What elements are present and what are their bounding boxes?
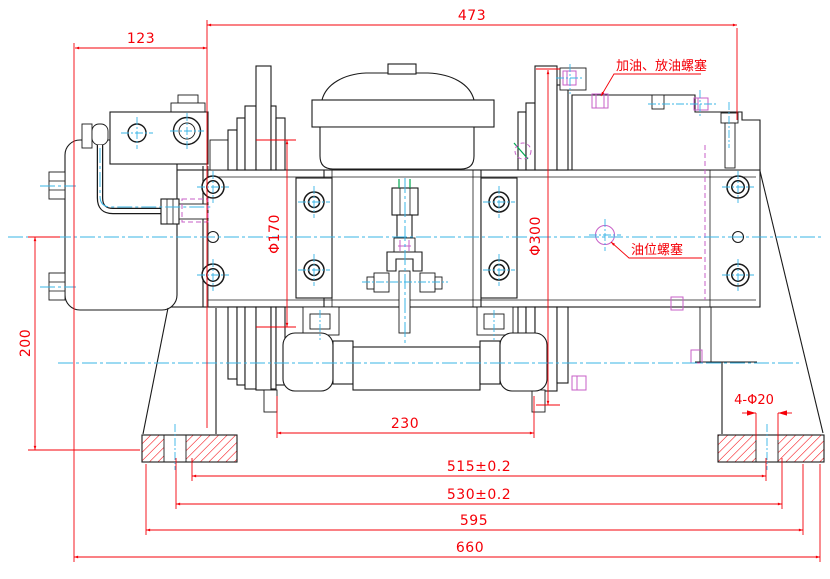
dim-drum-diameter: Φ170 <box>267 214 283 254</box>
cable-roller <box>263 306 548 413</box>
label-fill-drain-plug: 加油、放油螺塞 <box>616 58 707 74</box>
dim-roller-span: 230 <box>391 416 419 432</box>
accent-marks <box>398 142 529 188</box>
dim-base-height: 200 <box>18 329 34 357</box>
dim-overall-top: 473 <box>458 8 486 24</box>
leader-oil-level <box>610 241 702 259</box>
mounting-foot-left <box>141 434 238 463</box>
dim-hole-span-inner: 515±0.2 <box>447 459 511 475</box>
dim-mounting-holes: 4-Φ20 <box>734 393 774 408</box>
dim-base-width: 595 <box>460 513 488 529</box>
mounting-foot-right <box>717 434 825 463</box>
outline-geometry <box>48 63 825 463</box>
leader-fill-drain <box>600 73 701 97</box>
annotation-texts: 加油、放油螺塞 油位螺塞 <box>616 58 707 258</box>
centerlines <box>8 148 824 364</box>
dimension-lines <box>28 20 821 562</box>
frame-beam <box>169 169 761 308</box>
hydraulic-motor <box>48 139 178 311</box>
drum-flange-left <box>209 65 286 391</box>
support-leg-right <box>695 170 824 434</box>
support-leg-left <box>142 307 217 435</box>
dim-overall-width: 660 <box>456 540 484 556</box>
label-oil-level-plug: 油位螺塞 <box>631 242 683 258</box>
dim-hole-span-outer: 530±0.2 <box>447 487 511 503</box>
gearbox-housing <box>571 94 761 171</box>
dimension-texts: 473 123 200 Φ170 Φ300 230 515±0.2 530±0.… <box>18 8 774 556</box>
dim-flange-diameter: Φ300 <box>528 216 544 256</box>
dim-motor-section: 123 <box>127 31 155 47</box>
crosshairs <box>121 64 768 470</box>
dome-housing <box>311 63 495 170</box>
